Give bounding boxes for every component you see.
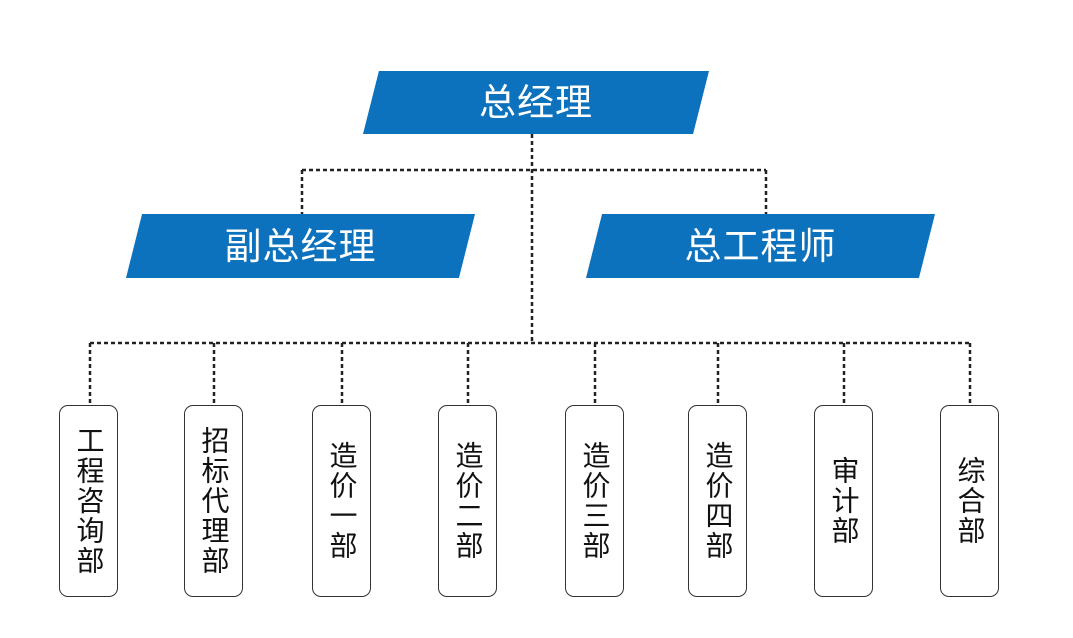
department-label: 招标代理部 (197, 426, 231, 576)
department-label: 造价三部 (578, 441, 612, 561)
department-cost-one: 造价一部 (312, 405, 371, 597)
chief-engineer-banner-shape (586, 214, 935, 278)
general-manager-box: 总经理 (363, 71, 709, 134)
chief-engineer-label: 总工程师 (684, 224, 837, 268)
department-bidding-agency: 招标代理部 (184, 405, 243, 597)
department-cost-two: 造价二部 (438, 405, 497, 597)
general-manager-banner-shape (363, 71, 709, 134)
department-engineering-consulting: 工程咨询部 (59, 405, 118, 597)
chief-engineer-box: 总工程师 (586, 214, 935, 278)
general-manager-label: 总经理 (479, 81, 593, 124)
department-cost-four: 造价四部 (688, 405, 747, 597)
deputy-general-manager-box: 副总经理 (126, 214, 475, 278)
department-audit: 审计部 (814, 405, 873, 597)
department-label: 综合部 (953, 456, 987, 546)
department-label: 造价二部 (451, 441, 485, 561)
department-label: 造价一部 (325, 441, 359, 561)
department-general-affairs: 综合部 (940, 405, 999, 597)
department-label: 审计部 (827, 456, 861, 546)
deputy-general-manager-label: 副总经理 (224, 224, 377, 268)
department-label: 造价四部 (701, 441, 735, 561)
department-label: 工程咨询部 (72, 426, 106, 576)
deputy-general-manager-banner-shape (126, 214, 475, 278)
department-cost-three: 造价三部 (565, 405, 624, 597)
